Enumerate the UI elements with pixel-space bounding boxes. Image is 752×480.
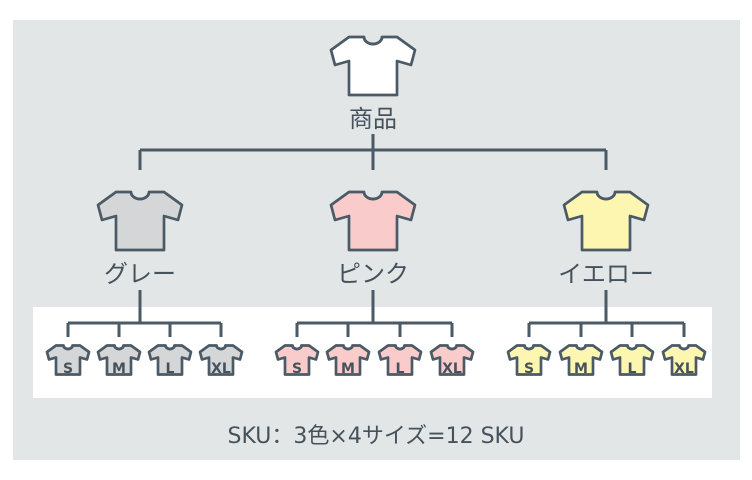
size-tshirt-icon bbox=[609, 344, 655, 376]
color-tshirt-icon bbox=[96, 190, 184, 252]
size-tshirt-icon bbox=[325, 344, 371, 376]
size-tshirt-icon bbox=[661, 344, 707, 376]
size-tshirt-icon bbox=[198, 344, 244, 376]
color-label: イエロー bbox=[558, 260, 654, 288]
size-connector bbox=[295, 290, 454, 337]
size-tshirt-icon bbox=[506, 344, 552, 376]
size-tshirt-icon bbox=[147, 344, 193, 376]
size-label: M bbox=[341, 361, 355, 377]
size-node: S bbox=[506, 344, 552, 377]
size-tshirt-icon bbox=[45, 344, 91, 376]
size-tshirt-icon bbox=[429, 344, 475, 376]
size-label: XL bbox=[674, 361, 694, 377]
size-node: XL bbox=[429, 344, 475, 377]
size-node: M bbox=[96, 344, 142, 377]
size-label: L bbox=[396, 361, 405, 377]
size-node: XL bbox=[661, 344, 707, 377]
root-node: 商品 bbox=[329, 35, 417, 133]
color-node: イエロー S M L XL bbox=[506, 190, 707, 377]
size-label: S bbox=[524, 361, 534, 377]
size-node: M bbox=[325, 344, 371, 377]
color-label: ピンク bbox=[337, 260, 409, 288]
size-tshirt-icon bbox=[558, 344, 604, 376]
size-label: M bbox=[574, 361, 588, 377]
size-label: M bbox=[112, 361, 126, 377]
size-label: L bbox=[628, 361, 637, 377]
size-node: S bbox=[45, 344, 91, 377]
size-label: XL bbox=[442, 361, 462, 377]
size-node: M bbox=[558, 344, 604, 377]
root-connector bbox=[138, 134, 608, 170]
size-node: S bbox=[274, 344, 320, 377]
color-node: ピンク S M L XL bbox=[274, 190, 475, 377]
size-label: XL bbox=[211, 361, 231, 377]
color-tshirt-icon bbox=[562, 190, 650, 252]
sku-summary: SKU：3色×4サイズ=12 SKU bbox=[228, 424, 525, 449]
color-tshirt-icon bbox=[329, 190, 417, 252]
size-tshirt-icon bbox=[96, 344, 142, 376]
size-connector bbox=[527, 290, 686, 337]
size-label: L bbox=[166, 361, 175, 377]
size-node: L bbox=[377, 344, 423, 377]
size-connector bbox=[66, 290, 223, 337]
color-label: グレー bbox=[104, 260, 176, 288]
size-label: S bbox=[292, 361, 302, 377]
root-tshirt-icon bbox=[329, 35, 417, 97]
color-node: グレー S M L XL bbox=[45, 190, 244, 377]
connector-lines bbox=[66, 134, 686, 337]
size-node: L bbox=[609, 344, 655, 377]
size-label: S bbox=[63, 361, 73, 377]
size-tshirt-icon bbox=[274, 344, 320, 376]
size-node: XL bbox=[198, 344, 244, 377]
tshirt-icon bbox=[329, 35, 417, 97]
size-tshirt-icon bbox=[377, 344, 423, 376]
root-label: 商品 bbox=[349, 105, 397, 133]
size-node: L bbox=[147, 344, 193, 377]
